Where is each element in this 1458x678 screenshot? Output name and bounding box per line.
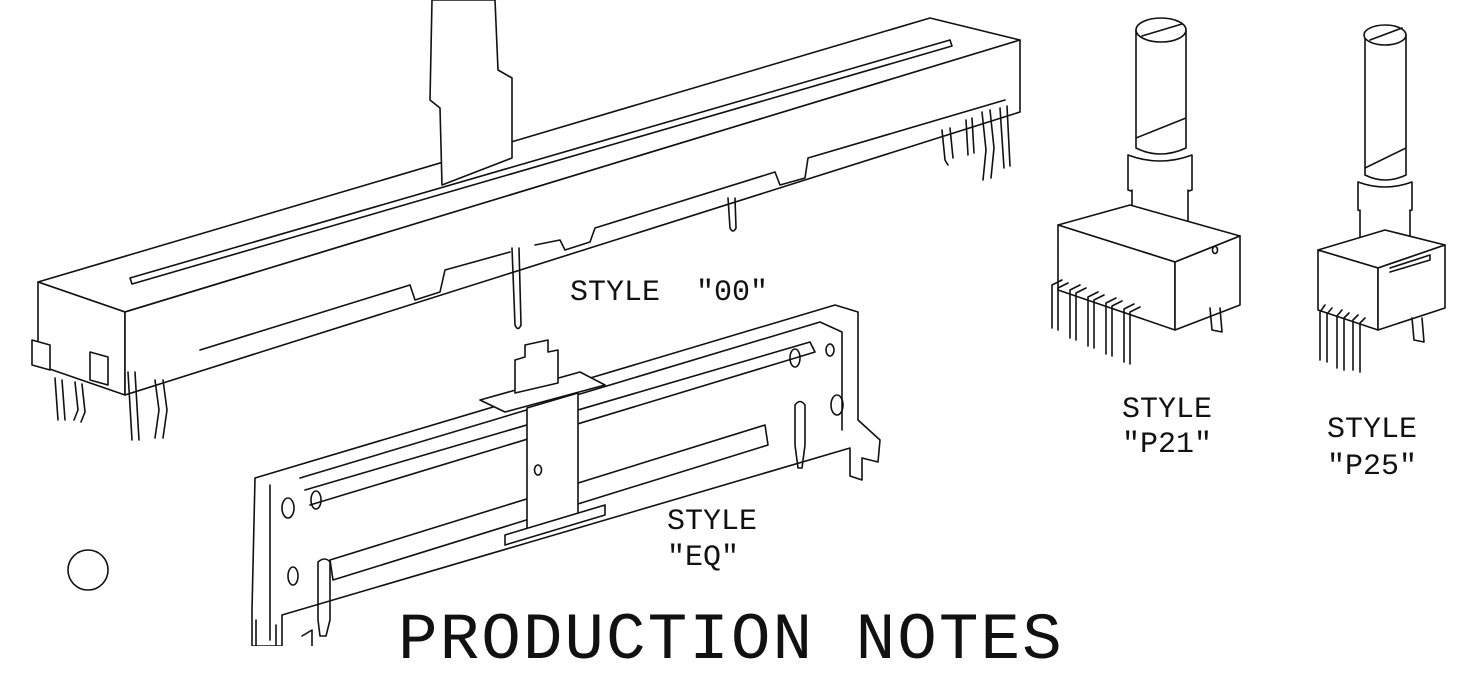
production-notes-heading: PRODUCTION NOTES (398, 603, 1064, 678)
label-style-p25-line1: STYLE (1327, 413, 1418, 447)
rotary-pot-style-p25 (1317, 24, 1446, 373)
slide-pot-style-eq (251, 304, 881, 646)
slide-pot-style-00 (31, 0, 1021, 441)
reference-circle (67, 549, 109, 591)
rotary-pot-style-p21 (1051, 17, 1241, 365)
label-style-p21-line2: "P21" (1122, 428, 1213, 462)
potentiometer-styles-drawing (31, 0, 1446, 646)
label-style-p25-line2: "P25" (1327, 450, 1418, 484)
label-style-00: STYLE "00" (570, 276, 769, 310)
label-style-eq-line2: "EQ" (667, 541, 740, 575)
label-style-eq-line1: STYLE (667, 505, 758, 539)
label-style-p21-line1: STYLE (1122, 393, 1213, 427)
